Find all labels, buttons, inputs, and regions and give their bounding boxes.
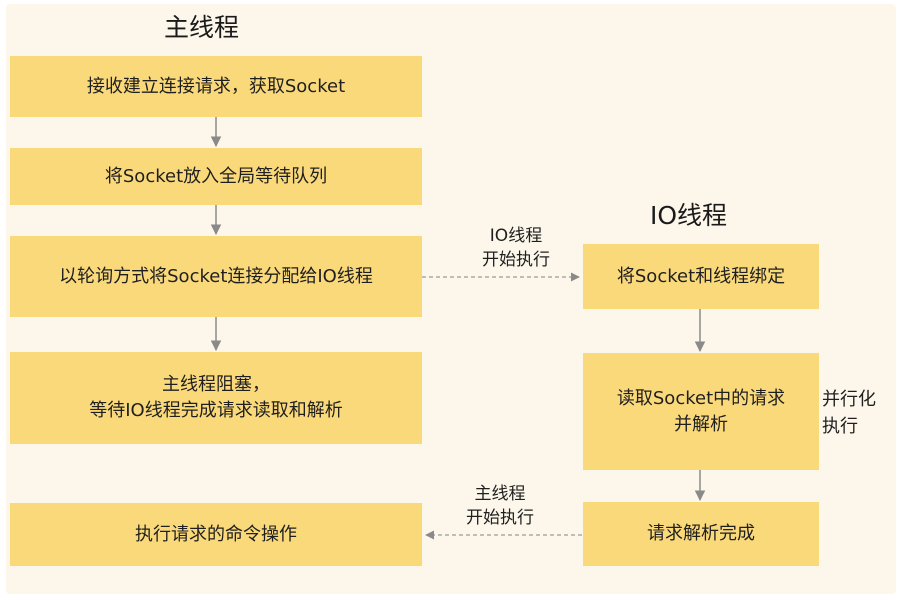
transition-to-main-line-1: 主线程	[474, 484, 526, 504]
main-step-accept: 接收建立连接请求，获取Socket	[10, 56, 422, 117]
transition-to-main-label: 主线程 开始执行	[450, 482, 550, 530]
main-step-execute-text: 执行请求的命令操作	[135, 523, 297, 545]
transition-to-main-line-2: 开始执行	[466, 508, 534, 528]
main-step-block-line-1: 主线程阻塞，	[162, 374, 270, 395]
main-step-block-line-2: 等待IO线程完成请求读取和解析	[89, 400, 343, 421]
io-step-bind: 将Socket和线程绑定	[583, 244, 819, 309]
main-step-dispatch-text: 以轮询方式将Socket连接分配给IO线程	[59, 265, 373, 287]
io-step-read-parse-line-2: 并解析	[674, 413, 728, 435]
parallel-note-line-1: 并行化	[822, 389, 876, 410]
parallel-note-line-2: 执行	[822, 416, 858, 437]
io-thread-title: IO线程	[650, 201, 728, 230]
main-step-enqueue: 将Socket放入全局等待队列	[10, 148, 422, 205]
io-step-read-parse-line-1: 读取Socket中的请求	[616, 387, 786, 409]
main-step-block: 主线程阻塞， 等待IO线程完成请求读取和解析	[10, 352, 422, 444]
main-step-enqueue-text: 将Socket放入全局等待队列	[104, 165, 328, 187]
transition-to-io-label: IO线程 开始执行	[466, 224, 566, 272]
io-step-parse-done-text: 请求解析完成	[647, 523, 755, 544]
main-step-accept-text: 接收建立连接请求，获取Socket	[86, 75, 346, 97]
io-step-bind-text: 将Socket和线程绑定	[616, 265, 786, 287]
main-step-execute: 执行请求的命令操作	[10, 503, 422, 566]
main-step-dispatch: 以轮询方式将Socket连接分配给IO线程	[10, 236, 422, 317]
transition-to-io-line-2: 开始执行	[482, 250, 550, 270]
transition-to-io-line-1: IO线程	[489, 226, 543, 246]
main-thread-title: 主线程	[164, 13, 240, 42]
io-step-read-parse: 读取Socket中的请求 并解析	[583, 353, 819, 470]
io-step-parse-done: 请求解析完成	[583, 502, 819, 566]
parallel-note: 并行化 执行	[822, 386, 876, 440]
